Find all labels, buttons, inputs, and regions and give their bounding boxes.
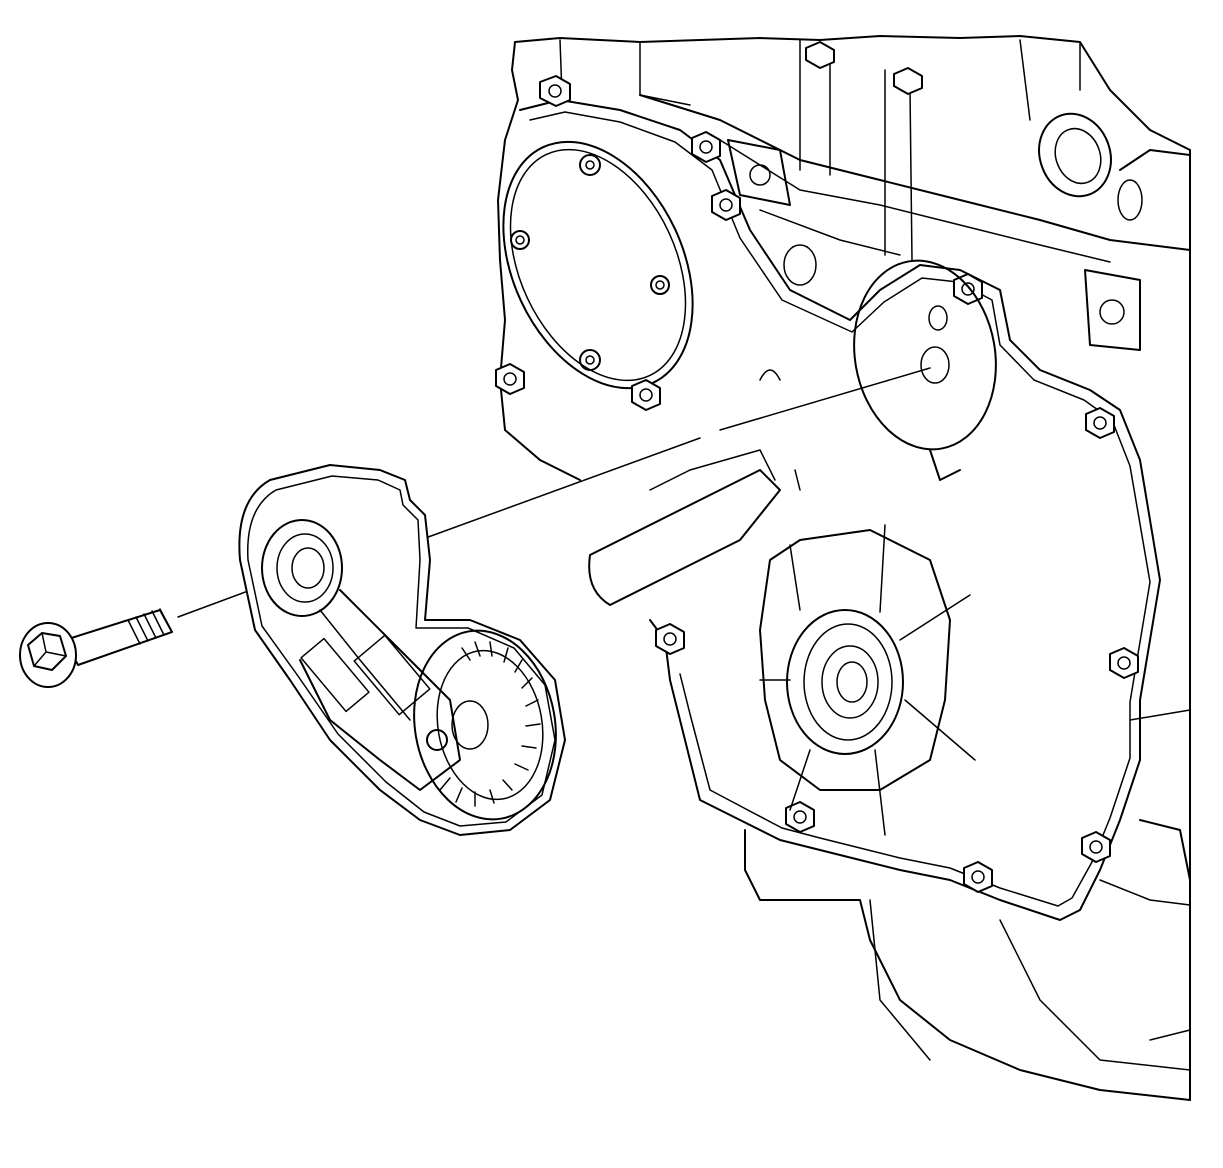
drive-belt-tensioner — [238, 464, 566, 836]
coolant-pipe — [588, 449, 801, 606]
tensioner-bolt — [19, 608, 173, 688]
tensioner-mounting-pad — [759, 244, 997, 481]
perimeter-hex-bolts — [495, 75, 1139, 893]
top-studs — [805, 41, 923, 95]
engine-front-cover — [495, 35, 1191, 1101]
bolt-threads — [127, 608, 173, 645]
crankshaft-seal-area — [759, 524, 976, 836]
pulley-ribs — [439, 641, 541, 807]
cover-bolts — [510, 154, 670, 371]
